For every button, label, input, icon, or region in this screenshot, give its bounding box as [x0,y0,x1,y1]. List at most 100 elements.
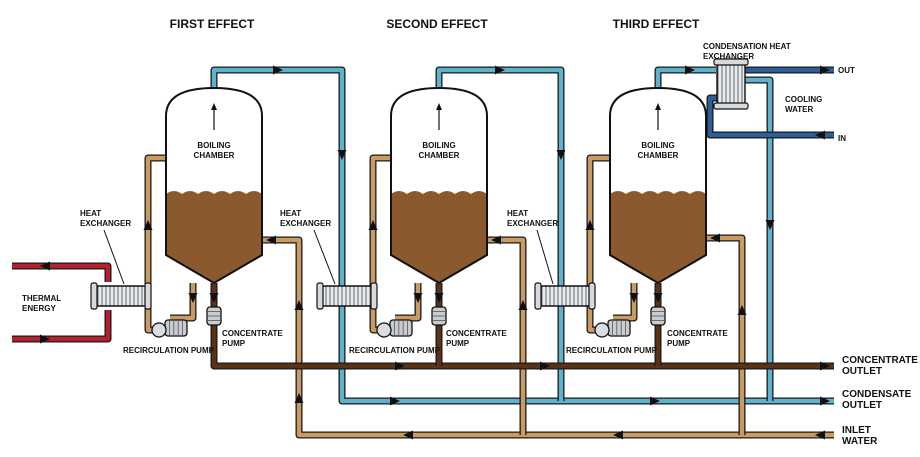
pump-motor [164,319,188,337]
recirc2-arrow [368,220,378,230]
inlet-water-label-line1: INLET [842,425,871,436]
hx-endcap-right [370,282,378,310]
condensation-heat-exchanger [713,58,749,110]
feed2-in-arrow [491,235,501,245]
inlet-arrow-2 [613,430,623,440]
concentrate1-arrow [209,293,219,303]
concentrate-pump1-label-line2: PUMP [222,339,246,348]
feed-to-effect1-outline [262,236,834,439]
heat-exchanger-2 [316,282,378,310]
inlet-arrow-3 [403,430,413,440]
condensate-arrow-4 [820,396,830,406]
condensate-arrow-2 [390,396,400,406]
hx-endcap-left [534,282,542,310]
heat-exchanger-3 [534,282,596,310]
concentrate-pump-2 [431,306,447,326]
concentrate-pump1-label-line1: CONCENTRATE [222,329,283,338]
heat-exchanger1-label-line1: HEAT [80,209,101,218]
boiling-chamber-2 [390,86,488,285]
feed-to-effect1 [262,237,834,438]
cooling-in-arrow [815,130,825,140]
feed1-up-arrow [294,300,304,310]
inlet-water-label-line2: WATER [842,436,878,447]
first-effect-title: FIRST EFFECT [170,17,255,31]
vessels [165,86,707,285]
thermal-supply-arrow [40,261,50,271]
recirc3-pump-suction-outline [613,283,638,322]
recirc2-pump-suction-outline [395,283,422,322]
recirc1-riser [145,155,166,333]
thermal-return-line [12,310,111,342]
concentrate3-arrow [653,293,663,303]
recirc1-down-arrow [188,293,198,303]
vapor-rise-icon [655,103,661,110]
recirc1-pump-suction-outline [170,283,197,322]
boiling-chamber-3 [609,86,707,285]
piping [12,66,834,439]
feed2-up-arrow [518,300,528,310]
concentrate-arrow-a [395,361,405,371]
cooling-water-label-line1: COOLING [785,95,822,104]
vapor-arrow-5 [685,65,695,75]
concentrate-pump2-label-line2: PUMP [446,339,470,348]
pump-motor [389,319,413,337]
recirculation-pump-2 [376,319,413,338]
concentrate2-arrow [434,293,444,303]
heat-exchanger2-label-line1: HEAT [280,209,301,218]
condenser-shell [716,61,746,107]
boiling-chamber-1 [165,86,263,285]
thermal-return-arrow [40,334,50,344]
vapor-line-1 [211,67,834,404]
condensate-outlet-label-line1: CONDENSATE [842,389,912,400]
hx-shell [94,285,148,307]
recirc3-down-arrow [629,293,639,303]
condenser-cap-top [713,58,749,66]
concentrate-pump-3 [650,306,666,326]
chamber3-label-line1: BOILING [641,141,674,150]
vapor-rise-icon [211,103,217,110]
recirc2-riser [370,155,391,333]
condensation-hx-label-line1: CONDENSATION HEAT [703,42,791,51]
hx-endcap-right [144,282,152,310]
recirculation-pump2-label: RECIRCULATION PUMP [349,346,441,355]
condensate-drop-line-outline [745,76,774,401]
concentrate-outlet-label-line2: OUTLET [842,366,882,377]
condensate-arrow-1 [765,220,775,230]
recirculation-pump-3 [594,319,631,338]
recirc2-down-arrow [413,293,423,303]
vapor-arrow-1 [273,65,283,75]
hx3-leader [536,229,554,285]
cooling-water-out-label: OUT [838,66,855,75]
labels: FIRST EFFECT SECOND EFFECT THIRD EFFECT … [22,17,918,447]
concentrate-outlet-label-line1: CONCENTRATE [842,355,918,366]
thermal-energy-label-line1: THERMAL [22,294,61,303]
hx-endcap-right [588,282,596,310]
heat-exchanger2-label-line2: EXCHANGER [280,219,331,228]
flow-arrows [40,65,830,440]
concentrate-pump3-label-line2: PUMP [667,339,691,348]
condensation-hx-label-line2: EXCHANGER [703,52,754,61]
condensate-arrow-3 [650,396,660,406]
vapor-arrow-4 [556,150,566,160]
hx-shell [320,285,374,307]
hx-shell [538,285,592,307]
pump-volute [376,322,392,338]
hx-endcap-left [316,282,324,310]
feed1-up-arrow-low [294,393,304,403]
condenser-cap-bottom [713,102,749,110]
chamber2-label-line2: CHAMBER [419,151,460,160]
hx2-leader [313,229,336,285]
chamber3-label-line2: CHAMBER [638,151,679,160]
recirculation-pump-1 [151,319,188,338]
thermal-energy-label-line2: ENERGY [22,304,56,313]
pump-motor [607,319,631,337]
chamber-outline [390,86,488,285]
second-effect-title: SECOND EFFECT [386,17,488,31]
cooling-out-arrow [820,65,830,75]
concentrate-pump-1 [206,306,222,326]
pump-volute [594,322,610,338]
chamber-outline [609,86,707,285]
chamber-outline [165,86,263,285]
feed1-in-arrow [266,235,276,245]
